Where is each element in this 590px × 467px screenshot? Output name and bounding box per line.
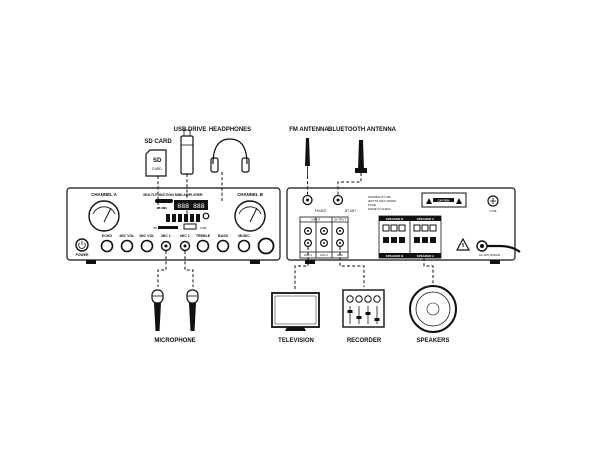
usb-drive-icon	[180, 129, 194, 175]
treble-knob[interactable]	[196, 239, 210, 253]
music-knob[interactable]	[237, 239, 251, 253]
mic-vol-1-knob[interactable]	[120, 239, 134, 253]
knob-label-bass: BASS	[218, 234, 229, 238]
mic-1-wire	[157, 251, 167, 287]
speaker-a-bottom-label: SPEAKER A	[417, 254, 435, 258]
sd-card-icon: SD CARD	[145, 149, 167, 177]
usb-drive-label: USB DRIVE	[174, 127, 207, 133]
display-panel	[174, 200, 208, 210]
knob-label-echo: ECHO	[102, 234, 113, 238]
headphones-icon	[210, 138, 250, 173]
svg-text:CARD: CARD	[152, 167, 162, 171]
sd-card-label: SD CARD	[144, 139, 172, 145]
speaker-b-bottom-label: SPEAKER B	[386, 254, 404, 258]
mic-vol-2-knob[interactable]	[140, 239, 154, 253]
brand-model: LT-9401	[157, 206, 168, 210]
caution-label: CAUTION	[421, 192, 467, 208]
mic-2-wire	[184, 251, 194, 287]
tv-wire	[294, 247, 309, 290]
svg-text:FUSE: FUSE	[368, 203, 376, 207]
recorder-label: RECORDER	[347, 338, 382, 344]
television-icon	[271, 292, 320, 331]
power-cord	[487, 244, 521, 253]
television-label: TELEVISION	[278, 338, 314, 344]
knob-row[interactable]: ECHO MIC VOL MIC VOL MIC 1 MIC 2 TREBLE …	[100, 234, 275, 255]
jack-label-mic-1: MIC 1	[161, 234, 171, 238]
sd-slot[interactable]	[158, 226, 178, 229]
brand-logo	[155, 199, 173, 203]
recorder-wire	[339, 247, 365, 287]
usb-slot-tag: USB	[200, 226, 206, 230]
sd-card-wire	[157, 176, 166, 209]
usb-slot[interactable]	[183, 223, 197, 230]
speaker-icon	[409, 285, 457, 333]
bluetooth-antenna-icon	[355, 140, 367, 173]
channel-a-label: CHANNEL A	[91, 192, 117, 197]
fm-ant-label: FM ANT	[315, 209, 327, 213]
svg-text:MADE IN CHINA: MADE IN CHINA	[368, 207, 391, 211]
microphone-label: MICROPHONE	[154, 338, 195, 344]
fm-antenna-icon	[305, 138, 310, 176]
aux2-label: AUX 2	[320, 253, 329, 257]
front-panel-title: MULTI-FUNCTION MINI AMPLIFIER	[143, 193, 203, 197]
speaker-terminal-block	[378, 215, 442, 259]
svg-text:NORMALITY NB: NORMALITY NB	[368, 195, 390, 199]
speaker-terminals[interactable]	[382, 224, 437, 243]
vu-meter-b	[234, 200, 266, 232]
speaker-a-top-label: SPEAKER A	[417, 217, 435, 221]
knob-label-mic-vol-2: MIC VOL	[140, 234, 156, 238]
sd-slot-tag: SD	[153, 226, 158, 230]
microphone-icon-2	[186, 289, 199, 331]
input-label: INPUT	[312, 218, 321, 222]
volume-knob[interactable]	[257, 237, 275, 255]
knob-label-mic-vol-1: MIC VOL	[120, 234, 136, 238]
fm-antenna-label: FM ANTENNA	[289, 127, 329, 133]
power-icon	[78, 241, 86, 249]
front-panel	[66, 187, 281, 264]
headphone-jack[interactable]	[202, 212, 210, 220]
knob-label-music: MUSIC	[238, 234, 250, 238]
warning-icon	[455, 237, 471, 251]
rear-panel	[286, 187, 516, 264]
notice-block: NORMALITY NB WATTS MAX 2000W FUSE MADE I…	[368, 195, 396, 211]
svg-text:CAUTION: CAUTION	[438, 198, 450, 202]
microphone-icon-1	[151, 289, 164, 331]
bt-ant-label: BT ANT	[345, 209, 356, 213]
recorder-icon	[342, 289, 385, 328]
headphones-label: HEADPHONES	[209, 127, 251, 133]
display-value: 888 888	[177, 202, 204, 210]
speakers-label: SPEAKERS	[416, 338, 449, 344]
bt-antenna-wire	[337, 173, 362, 196]
svg-text:WATTS MAX 2000W: WATTS MAX 2000W	[368, 199, 396, 203]
jack-label-mic-2: MIC 2	[180, 234, 190, 238]
channel-b-label: CHANNEL B	[237, 192, 263, 197]
echo-knob[interactable]	[100, 239, 114, 253]
bluetooth-antenna-label: BLUETOOTH ANTENNA	[328, 127, 397, 133]
output-label: OUTPUT	[334, 218, 347, 222]
bass-knob[interactable]	[216, 239, 230, 253]
mode-buttons[interactable]	[166, 214, 200, 222]
rear-power-tag: FUSE	[490, 209, 497, 213]
speaker-wire	[423, 258, 434, 284]
ac-power-connector[interactable]	[476, 240, 488, 252]
knob-label-treble: TREBLE	[196, 234, 211, 238]
vu-meter-a	[88, 200, 120, 232]
io-block	[299, 216, 349, 259]
power-label: POWER	[76, 253, 89, 257]
rca-jacks[interactable]	[304, 227, 345, 248]
svg-text:SD: SD	[153, 158, 162, 164]
speaker-b-top-label: SPEAKER B	[386, 217, 404, 221]
ac-supply-label: AC 220V 50/60HZ	[479, 253, 500, 257]
